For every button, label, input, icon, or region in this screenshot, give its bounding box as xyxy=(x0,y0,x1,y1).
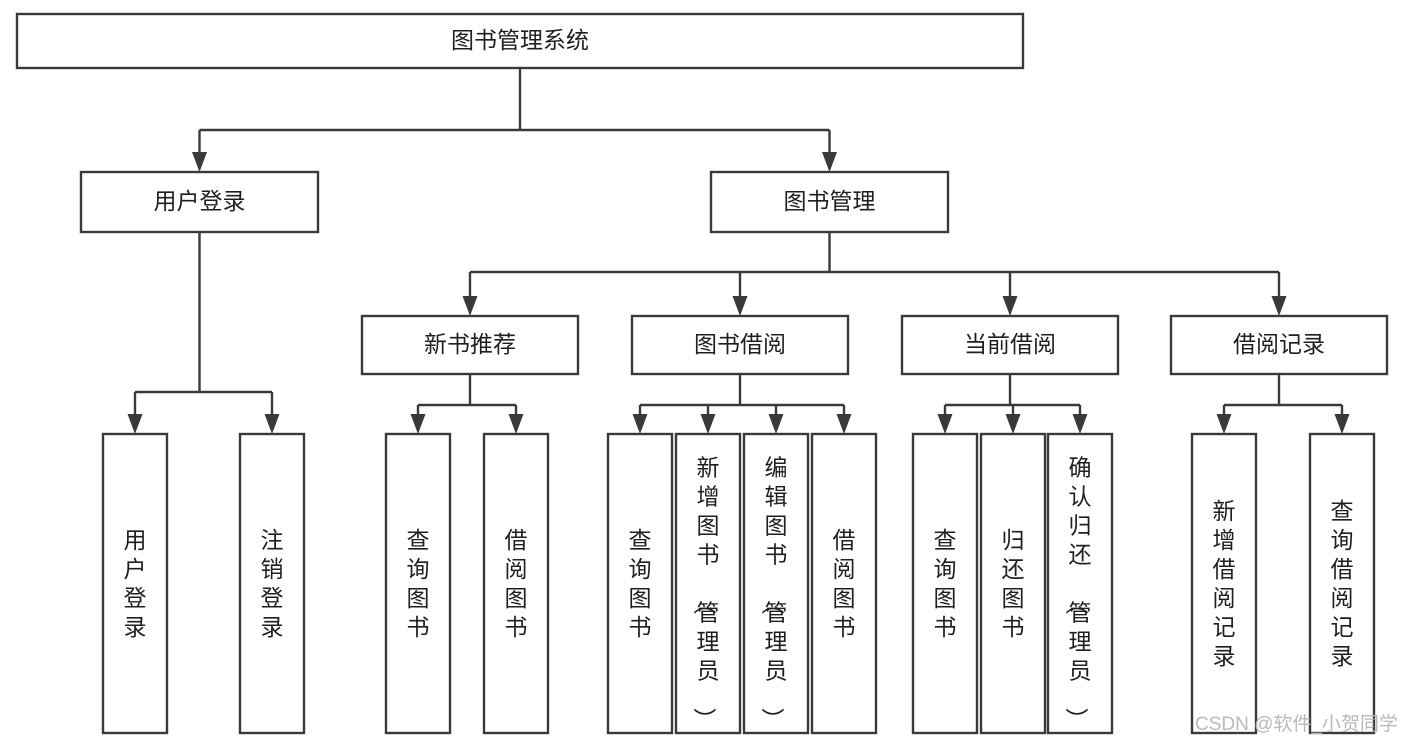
node-label: 借阅图书 xyxy=(505,527,528,640)
node-leaf-user-login[interactable]: 用户登录 xyxy=(101,432,169,735)
arrowhead-icon xyxy=(192,152,207,172)
connector-group-bb-to-leaves xyxy=(632,374,852,434)
node-box[interactable] xyxy=(101,432,169,735)
node-leaf-query-book-borrow[interactable]: 查询图书 xyxy=(606,432,674,735)
arrowhead-icon xyxy=(1334,414,1350,434)
connector-group-root-to-level2 xyxy=(192,68,837,172)
node-box[interactable] xyxy=(900,314,1120,376)
arrowhead-icon xyxy=(768,414,784,434)
node-box[interactable] xyxy=(911,432,979,735)
arrowhead-icon xyxy=(1271,296,1287,316)
node-leaf-borrow-book[interactable]: 借阅图书 xyxy=(810,432,878,735)
node-borrow-record[interactable]: 借阅记录 xyxy=(1169,314,1389,376)
node-label: 注销登录 xyxy=(261,527,284,640)
node-root[interactable]: 图书管理系统 xyxy=(15,12,1025,70)
node-box[interactable] xyxy=(606,432,674,735)
arrowhead-icon xyxy=(1216,414,1232,434)
node-leaf-borrow-book-new[interactable]: 借阅图书 xyxy=(482,432,550,735)
arrowhead-icon xyxy=(822,152,837,172)
node-box[interactable] xyxy=(709,170,950,234)
node-leaf-edit-book-admin[interactable]: 编辑图书（管理员） xyxy=(742,432,810,735)
node-label: 图书借阅 xyxy=(694,331,786,357)
node-label: 查询图书 xyxy=(629,527,652,640)
node-box[interactable] xyxy=(630,314,850,376)
node-label: 编辑图书（管理员） xyxy=(760,455,788,731)
node-box[interactable] xyxy=(384,432,452,735)
node-label: 新增图书（管理员） xyxy=(692,455,720,731)
node-label: 图书管理 xyxy=(784,188,876,214)
node-box[interactable] xyxy=(15,12,1025,70)
arrowhead-icon xyxy=(937,414,953,434)
node-box[interactable] xyxy=(674,432,742,735)
node-new-book-recommend[interactable]: 新书推荐 xyxy=(360,314,580,376)
csdn-watermark: CSDN @软件_小贺同学 xyxy=(1195,713,1398,735)
node-leaf-query-book-current[interactable]: 查询图书 xyxy=(911,432,979,735)
arrowhead-icon xyxy=(1005,414,1021,434)
arrowhead-icon xyxy=(1002,296,1018,316)
arrowhead-icon xyxy=(264,414,280,434)
node-box[interactable] xyxy=(79,170,320,234)
connector-group-br-to-leaves xyxy=(1216,374,1350,434)
arrowhead-icon xyxy=(127,414,143,434)
node-box[interactable] xyxy=(1169,314,1389,376)
node-label: 归还图书 xyxy=(1002,527,1025,640)
node-current-borrow[interactable]: 当前借阅 xyxy=(900,314,1120,376)
arrowhead-icon xyxy=(836,414,852,434)
node-label: 确认归还（管理员） xyxy=(1064,455,1092,731)
connector-group-cb-to-leaves xyxy=(937,374,1088,434)
node-label: 新增借阅记录 xyxy=(1213,498,1236,669)
node-box[interactable] xyxy=(1190,432,1258,735)
node-leaf-logout[interactable]: 注销登录 xyxy=(238,432,306,735)
node-leaf-query-borrow-record[interactable]: 查询借阅记录 xyxy=(1308,432,1376,735)
node-leaf-confirm-return-admin[interactable]: 确认归还（管理员） xyxy=(1046,432,1114,735)
node-leaf-query-book-new[interactable]: 查询图书 xyxy=(384,432,452,735)
node-user-login[interactable]: 用户登录 xyxy=(79,170,320,234)
node-label: 借阅记录 xyxy=(1233,331,1325,357)
node-box[interactable] xyxy=(1046,432,1114,735)
connector-group-ul-to-leaves xyxy=(127,232,280,434)
node-box[interactable] xyxy=(1308,432,1376,735)
node-label: 用户登录 xyxy=(124,527,147,640)
arrowhead-icon xyxy=(632,414,648,434)
node-label: 新书推荐 xyxy=(424,331,516,357)
connector-group-bm-to-level3 xyxy=(462,232,1287,316)
arrowhead-icon xyxy=(1072,414,1088,434)
node-label: 查询图书 xyxy=(407,527,430,640)
node-label: 查询图书 xyxy=(934,527,957,640)
node-leaf-add-borrow-record[interactable]: 新增借阅记录 xyxy=(1190,432,1258,735)
node-box[interactable] xyxy=(238,432,306,735)
nodes-layer: 图书管理系统用户登录图书管理新书推荐图书借阅当前借阅借阅记录用户登录注销登录查询… xyxy=(15,12,1389,735)
node-label: 查询借阅记录 xyxy=(1331,498,1354,669)
node-leaf-return-book[interactable]: 归还图书 xyxy=(979,432,1047,735)
arrowhead-icon xyxy=(410,414,426,434)
connector-group-nbr-to-leaves xyxy=(410,374,524,434)
arrowhead-icon xyxy=(732,296,748,316)
node-label: 借阅图书 xyxy=(833,527,856,640)
node-label: 当前借阅 xyxy=(964,331,1056,357)
node-box[interactable] xyxy=(482,432,550,735)
node-book-borrow[interactable]: 图书借阅 xyxy=(630,314,850,376)
node-box[interactable] xyxy=(742,432,810,735)
arrowhead-icon xyxy=(700,414,716,434)
arrowhead-icon xyxy=(508,414,524,434)
connectors-layer xyxy=(127,68,1350,434)
node-leaf-add-book-admin[interactable]: 新增图书（管理员） xyxy=(674,432,742,735)
node-box[interactable] xyxy=(810,432,878,735)
node-label: 用户登录 xyxy=(154,188,246,214)
node-box[interactable] xyxy=(360,314,580,376)
node-label: 图书管理系统 xyxy=(451,27,589,53)
node-box[interactable] xyxy=(979,432,1047,735)
node-book-management[interactable]: 图书管理 xyxy=(709,170,950,234)
arrowhead-icon xyxy=(462,296,478,316)
